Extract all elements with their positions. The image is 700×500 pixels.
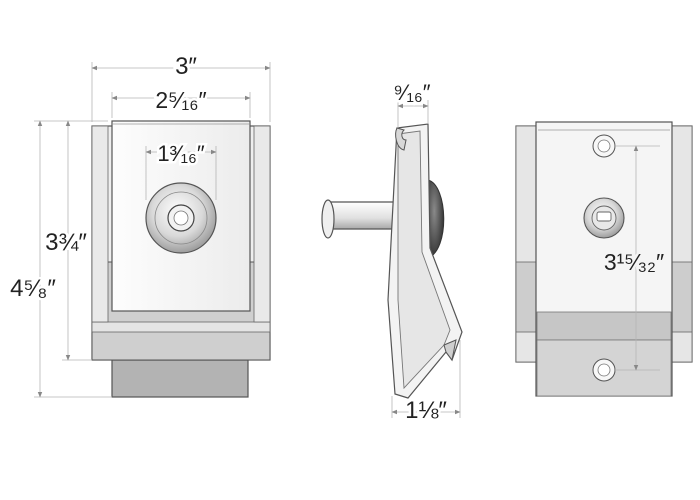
- front-outer-width-label: 3″: [175, 53, 197, 80]
- front-hole-width-label: 1³⁄₁₆″: [157, 141, 205, 166]
- front-channel-bottom: [91, 321, 271, 333]
- front-left-rail: [91, 125, 109, 323]
- front-plate-height-label: 3¾″: [45, 229, 87, 256]
- front-inner-width-label: 2⁵⁄₁₆″: [155, 87, 206, 113]
- side-view: [321, 123, 463, 399]
- side-dimensions: [391, 100, 461, 418]
- front-bottom-block: [111, 359, 249, 398]
- front-dimensions: [34, 62, 271, 398]
- front-right-rail: [253, 125, 271, 323]
- side-top-depth-label: ⁹⁄₁₆″: [393, 80, 430, 105]
- front-total-height-label: 4⁵⁄₈″: [10, 275, 56, 302]
- back-hole-spacing-label: 3¹⁵⁄₃₂″: [604, 249, 664, 275]
- back-view: [515, 121, 693, 397]
- back-lower-band: [536, 311, 672, 341]
- side-pin-end: [321, 199, 335, 239]
- side-inner-fold: [397, 130, 451, 390]
- back-dimensions: [615, 145, 660, 371]
- side-bottom-depth-label: 1⅛″: [405, 397, 447, 424]
- side-pin: [328, 201, 397, 230]
